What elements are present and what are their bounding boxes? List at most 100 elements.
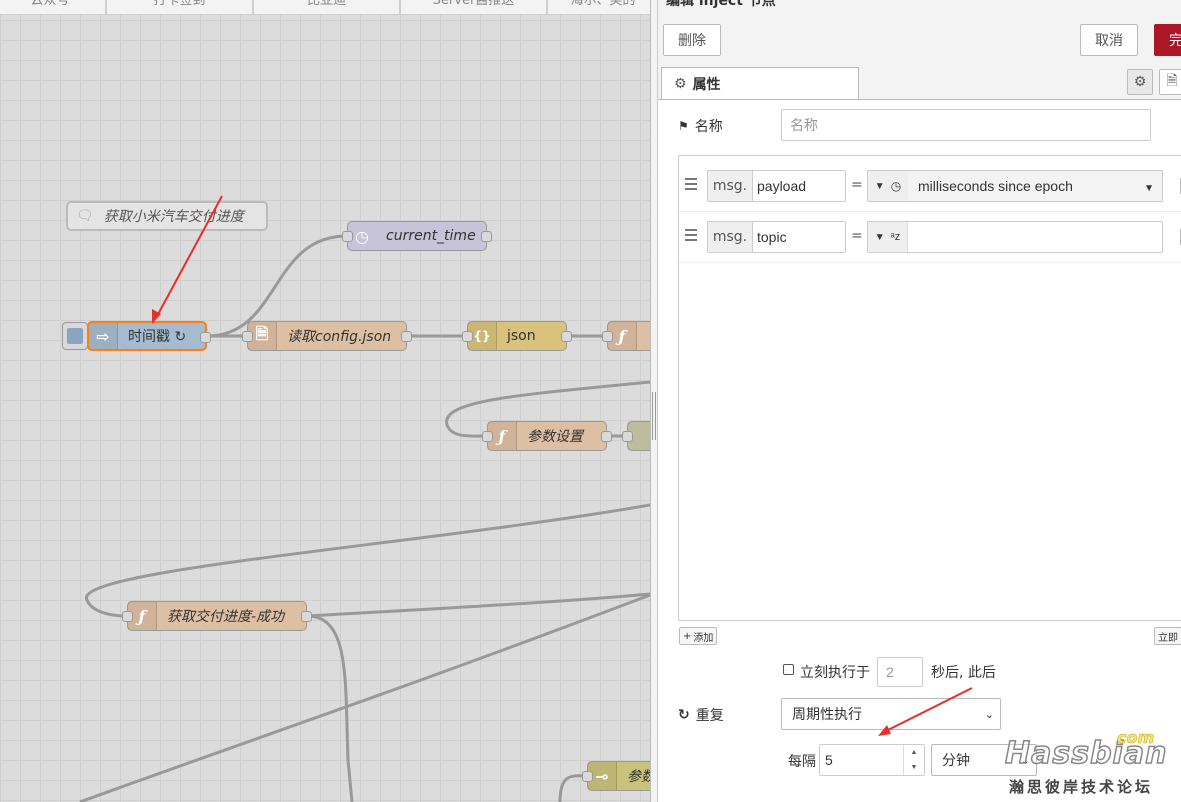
clock-icon: ◷ xyxy=(890,179,902,193)
tab-properties[interactable]: ⚙ 属性 xyxy=(661,67,859,99)
input-port[interactable] xyxy=(482,431,493,442)
inject-once-label: 立刻执行于 xyxy=(800,665,870,681)
input-port[interactable] xyxy=(462,331,473,342)
comment-label: 获取小米汽车交付进度 xyxy=(103,209,244,225)
output-port[interactable] xyxy=(200,332,211,343)
refresh-icon: ↻ xyxy=(678,707,690,723)
property-key[interactable]: payload xyxy=(757,178,807,194)
edit-tray: 编辑 inject 节点 删除 取消 完成 ⚙ 属性 ⚙ 🗎 ⚑ 名称 名称 m… xyxy=(658,0,1181,802)
flow-tab[interactable]: 云众号 xyxy=(0,0,106,15)
chevron-down-icon: ⌄ xyxy=(984,708,994,721)
property-value-select[interactable]: ▼◷ milliseconds since epoch ▼ xyxy=(867,170,1163,202)
drag-handle-icon[interactable] xyxy=(685,178,697,190)
property-row: msg. topic = ▼ᵃz xyxy=(679,212,1181,263)
function-node[interactable]: ƒ xyxy=(602,321,650,351)
output-port[interactable] xyxy=(301,611,312,622)
flow-tab[interactable]: 比亚迪 xyxy=(253,0,400,15)
gear-icon[interactable]: ⚙ xyxy=(1127,69,1153,95)
switch-icon: ⊸ xyxy=(588,762,617,790)
input-port[interactable] xyxy=(242,331,253,342)
speech-bubble-icon: 🗨 xyxy=(76,208,94,224)
flow-workspace[interactable]: 云众号 打卡签到 比亚迪 Server酱推送 海尔、美的 🗨 获取小米汽车交付进… xyxy=(0,0,650,802)
wire[interactable] xyxy=(206,234,348,338)
switch-node[interactable]: ⊸ 参数 xyxy=(582,761,650,791)
output-port[interactable] xyxy=(401,331,412,342)
input-port[interactable] xyxy=(622,431,633,442)
document-icon[interactable]: 🗎 xyxy=(1159,69,1181,95)
equals-sign: = xyxy=(851,228,863,244)
wire[interactable] xyxy=(79,593,650,802)
timer-icon: ◷ xyxy=(355,226,369,246)
property-key-field[interactable]: msg. payload xyxy=(707,170,846,202)
function-node[interactable]: ƒ 获取交付进度-成功 xyxy=(122,601,312,631)
flow-wires xyxy=(79,234,650,802)
repeat-select[interactable]: 周期性执行 ⌄ xyxy=(781,698,1001,730)
flow-tab[interactable]: Server酱推送 xyxy=(400,0,547,15)
plus-icon: + xyxy=(683,630,692,642)
drag-handle-icon[interactable] xyxy=(685,229,697,241)
cancel-button[interactable]: 取消 xyxy=(1080,24,1138,56)
function-node[interactable]: ƒ 参数设置 xyxy=(482,421,612,451)
status-node[interactable]: ◷ current_time xyxy=(342,221,492,251)
wire[interactable] xyxy=(306,592,650,618)
type-dropdown[interactable]: ▼ᵃz xyxy=(868,222,908,252)
output-port[interactable] xyxy=(561,331,572,342)
flow-tab-bar: 云众号 打卡签到 比亚迪 Server酱推送 海尔、美的 xyxy=(0,0,650,15)
done-button[interactable]: 完成 xyxy=(1154,24,1181,56)
property-key[interactable]: topic xyxy=(757,229,787,245)
delete-button[interactable]: 删除 xyxy=(663,24,721,56)
property-key-field[interactable]: msg. topic xyxy=(707,221,846,253)
string-type-icon: ᵃz xyxy=(890,231,901,243)
gear-icon: ⚙ xyxy=(674,75,687,92)
interval-input[interactable]: 5 ▲▼ xyxy=(819,744,925,776)
editor-splitter[interactable] xyxy=(650,0,658,802)
name-input[interactable]: 名称 xyxy=(781,109,1151,141)
input-port[interactable] xyxy=(582,771,593,782)
number-spinner[interactable]: ▲▼ xyxy=(903,745,924,775)
every-label: 每隔 xyxy=(788,754,816,770)
input-port[interactable] xyxy=(122,611,133,622)
chevron-down-icon: ▼ xyxy=(1144,183,1154,194)
property-value-input[interactable]: ▼ᵃz xyxy=(867,221,1163,253)
link-node[interactable] xyxy=(622,421,650,451)
repeat-label: ↻ 重复 xyxy=(678,707,724,724)
tray-title: 编辑 inject 节点 xyxy=(666,0,776,9)
input-port[interactable] xyxy=(342,231,353,242)
wire[interactable] xyxy=(85,503,650,618)
arrow-right-icon: ⇨ xyxy=(89,323,118,349)
node-label: 读取config.json xyxy=(287,329,392,345)
output-port[interactable] xyxy=(481,231,492,242)
wire[interactable] xyxy=(306,614,354,802)
node-label: 获取交付进度-成功 xyxy=(167,609,285,625)
once-delay-input[interactable]: 2 xyxy=(877,657,923,687)
tab-label: 属性 xyxy=(692,76,721,93)
name-label: ⚑ 名称 xyxy=(678,119,723,135)
equals-sign: = xyxy=(851,177,863,193)
inject-now-button[interactable]: 立即 xyxy=(1154,627,1181,645)
wire[interactable] xyxy=(445,380,650,438)
properties-tab-bar: ⚙ 属性 ⚙ 🗎 xyxy=(658,64,1181,100)
json-node[interactable]: {} json xyxy=(462,321,572,351)
tray-header: 编辑 inject 节点 xyxy=(658,0,1181,17)
flow-tab[interactable]: 打卡签到 xyxy=(106,0,253,15)
node-label: 时间戳 ↻ xyxy=(128,329,187,345)
node-label: 参数设置 xyxy=(527,429,583,445)
inject-once-checkbox[interactable] xyxy=(783,664,794,675)
inject-trigger-button[interactable] xyxy=(62,322,88,350)
node-label: json xyxy=(507,328,536,344)
chevron-down-icon: ⌄ xyxy=(1020,754,1030,767)
add-property-button[interactable]: +添加 xyxy=(679,627,718,645)
node-label: current_time xyxy=(386,228,476,244)
type-dropdown[interactable]: ▼◷ xyxy=(868,171,908,201)
property-value: milliseconds since epoch xyxy=(918,178,1073,194)
flow-tab[interactable]: 海尔、美的 xyxy=(547,0,650,15)
msg-prefix: msg. xyxy=(708,171,753,201)
interval-unit-select[interactable]: 分钟 ⌄ xyxy=(931,744,1037,776)
once-suffix-label: 秒后, 此后 xyxy=(931,665,996,681)
msg-prefix: msg. xyxy=(708,222,753,252)
comment-node[interactable]: 🗨 获取小米汽车交付进度 xyxy=(66,201,268,231)
input-port[interactable] xyxy=(602,331,613,342)
output-port[interactable] xyxy=(601,431,612,442)
file-read-node[interactable]: 🗎 读取config.json xyxy=(242,321,412,351)
inject-node[interactable]: ⇨ 时间戳 ↻ xyxy=(87,321,211,351)
